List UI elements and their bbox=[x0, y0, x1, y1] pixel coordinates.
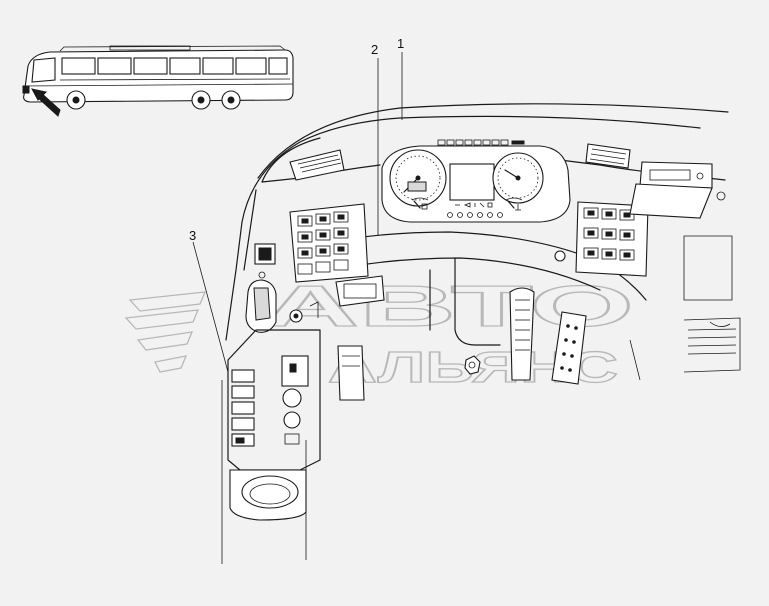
fuel-gauge-icon bbox=[411, 197, 429, 210]
tachometer-icon bbox=[492, 152, 544, 204]
central-display bbox=[449, 163, 495, 201]
left-console bbox=[227, 329, 321, 521]
right-vent-icon bbox=[585, 143, 631, 169]
locator-arrow-icon bbox=[31, 88, 61, 117]
temperature-gauge-icon bbox=[505, 197, 523, 211]
right-side-panel bbox=[683, 235, 741, 373]
accelerator-pedal-icon bbox=[551, 311, 587, 385]
floor-nut-icon bbox=[464, 355, 481, 375]
instrument-cluster bbox=[381, 139, 571, 223]
callout-1: 1 bbox=[397, 36, 404, 51]
indicator-strip-top bbox=[437, 139, 525, 146]
left-vent-icon bbox=[289, 149, 345, 181]
leader-lines bbox=[192, 52, 641, 564]
rotary-knob-icon bbox=[554, 250, 566, 262]
cluster-button-row bbox=[447, 212, 503, 218]
callout-2: 2 bbox=[371, 42, 378, 57]
right-switch-panel bbox=[554, 201, 649, 277]
callout-3: 3 bbox=[189, 228, 196, 243]
warning-lamps-row bbox=[455, 202, 493, 208]
watermark-logo-icon bbox=[124, 291, 207, 373]
steering-column-icon bbox=[245, 243, 319, 333]
speedometer-icon bbox=[389, 149, 447, 207]
clutch-pedal-icon bbox=[337, 345, 365, 401]
brake-pedal-icon bbox=[509, 287, 535, 381]
radio-unit-icon bbox=[629, 161, 726, 219]
bus-locator-icon bbox=[22, 45, 294, 110]
centre-storage-icon bbox=[335, 275, 385, 307]
left-switch-panel bbox=[289, 203, 369, 283]
